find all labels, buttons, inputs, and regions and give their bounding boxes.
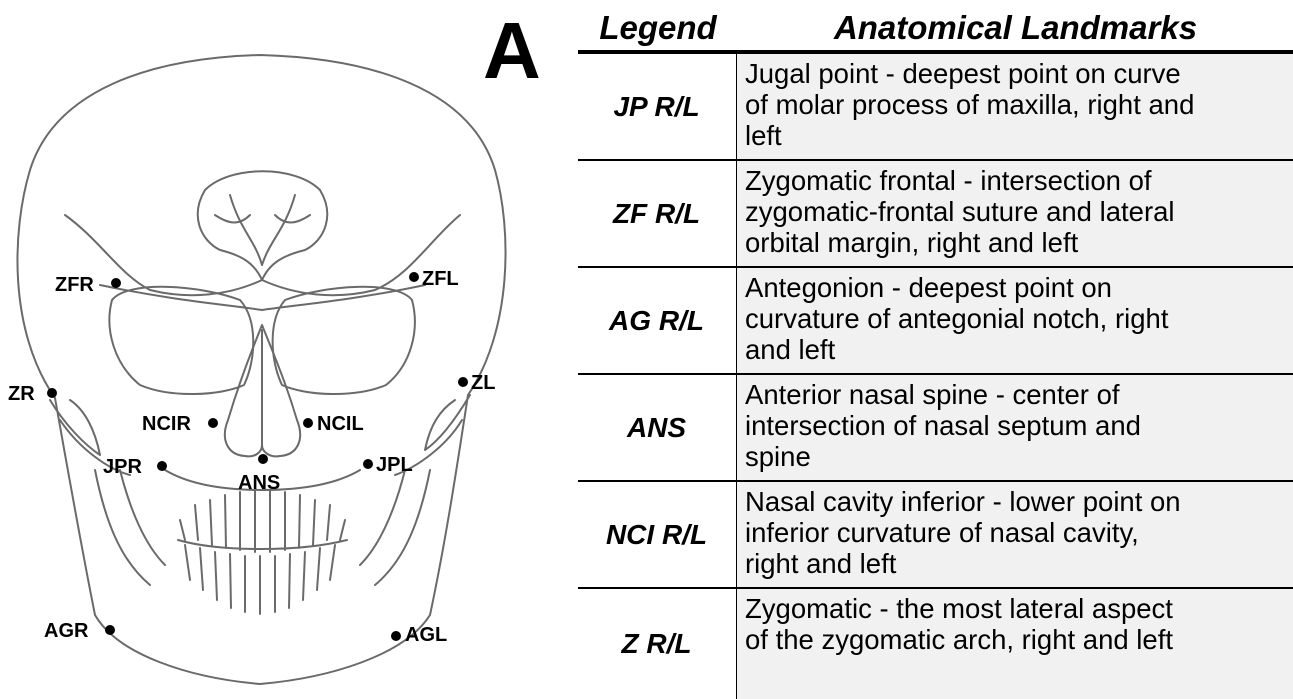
description-line: intersection of nasal septum and	[745, 410, 1287, 441]
row-description: Antegonion - deepest point on curvature …	[736, 268, 1293, 373]
ncil-dot	[303, 418, 313, 428]
zfl-label: ZFL	[422, 268, 459, 290]
landmark-ncil: NCIL	[303, 413, 364, 435]
landmark-ans: ANS	[238, 454, 280, 494]
description-line: Antegonion - deepest point on	[745, 272, 1287, 303]
panel-letter: A	[483, 6, 541, 95]
zr-label: ZR	[8, 383, 35, 405]
description-line: Anterior nasal spine - center of	[745, 379, 1287, 410]
zfr-dot	[111, 278, 121, 288]
description-line: inferior curvature of nasal cavity,	[745, 517, 1287, 548]
table-row: JP R/L Jugal point - deepest point on cu…	[578, 54, 1293, 161]
zl-dot	[458, 377, 468, 387]
row-code: ZF R/L	[578, 161, 735, 266]
table-body: JP R/L Jugal point - deepest point on cu…	[578, 54, 1293, 699]
row-description: Anterior nasal spine - center of interse…	[736, 375, 1293, 480]
lower-teeth	[185, 545, 335, 614]
description-line: Zygomatic frontal - intersection of	[745, 165, 1287, 196]
landmark-jpl: JPL	[363, 454, 413, 476]
jpr-dot	[157, 461, 167, 471]
agr-label: AGR	[44, 620, 89, 642]
header-legend: Legend	[578, 6, 738, 50]
description-line: right and left	[745, 548, 1287, 579]
landmark-agr: AGR	[44, 620, 115, 642]
agl-label: AGL	[405, 624, 447, 646]
row-description: Nasal cavity inferior - lower point on i…	[736, 482, 1293, 587]
row-code: Z R/L	[578, 589, 735, 699]
row-description: Zygomatic - the most lateral aspect of t…	[736, 589, 1293, 699]
ncir-label: NCIR	[142, 413, 191, 435]
jpl-dot	[363, 459, 373, 469]
description-line: Nasal cavity inferior - lower point on	[745, 486, 1287, 517]
row-code: NCI R/L	[578, 482, 735, 587]
ans-label: ANS	[238, 472, 280, 494]
zfl-dot	[409, 272, 419, 282]
description-line: spine	[745, 441, 1287, 472]
glabella-detail	[215, 195, 310, 265]
description-line: Zygomatic - the most lateral aspect	[745, 593, 1287, 624]
agl-dot	[391, 631, 401, 641]
frontal-ridge	[65, 215, 460, 295]
agr-dot	[105, 625, 115, 635]
jpl-label: JPL	[376, 454, 413, 476]
table-row: Z R/L Zygomatic - the most lateral aspec…	[578, 589, 1293, 699]
landmark-agl: AGL	[391, 624, 447, 646]
landmark-zr: ZR	[8, 383, 57, 405]
zl-label: ZL	[471, 372, 495, 394]
description-line: of the zygomatic arch, right and left	[745, 624, 1287, 655]
description-line: zygomatic-frontal suture and lateral	[745, 196, 1287, 227]
landmark-jpr: JPR	[103, 456, 167, 478]
table-row: AG R/L Antegonion - deepest point on cur…	[578, 268, 1293, 375]
row-code: JP R/L	[578, 54, 735, 159]
description-line: left	[745, 120, 1287, 151]
ncir-dot	[208, 418, 218, 428]
ncil-label: NCIL	[317, 413, 364, 435]
description-line: curvature of antegonial notch, right	[745, 303, 1287, 334]
left-orbit	[273, 287, 415, 394]
table-row: ANS Anterior nasal spine - center of int…	[578, 375, 1293, 482]
zfr-label: ZFR	[55, 274, 94, 296]
skull-diagram: A ZFR ZFL ZR ZL NCIR NCIL	[0, 0, 575, 690]
table-row: NCI R/L Nasal cavity inferior - lower po…	[578, 482, 1293, 589]
table-row: ZF R/L Zygomatic frontal - intersection …	[578, 161, 1293, 268]
row-description: Zygomatic frontal - intersection of zygo…	[736, 161, 1293, 266]
landmark-ncir: NCIR	[142, 413, 218, 435]
description-line: of molar process of maxilla, right and	[745, 89, 1287, 120]
description-line: orbital margin, right and left	[745, 227, 1287, 258]
zr-dot	[47, 388, 57, 398]
ans-dot	[258, 454, 268, 464]
jpr-label: JPR	[103, 456, 142, 478]
landmark-zl: ZL	[458, 372, 495, 394]
row-code: AG R/L	[578, 268, 735, 373]
landmark-zfr: ZFR	[55, 274, 121, 296]
description-line: and left	[745, 334, 1287, 365]
upper-teeth	[178, 490, 347, 552]
legend-table: Legend Anatomical Landmarks JP R/L Jugal…	[578, 0, 1293, 690]
description-line: Jugal point - deepest point on curve	[745, 58, 1287, 89]
right-orbit	[109, 287, 253, 394]
header-anatomical-landmarks: Anatomical Landmarks	[738, 6, 1293, 50]
row-description: Jugal point - deepest point on curve of …	[736, 54, 1293, 159]
row-code: ANS	[578, 375, 735, 480]
